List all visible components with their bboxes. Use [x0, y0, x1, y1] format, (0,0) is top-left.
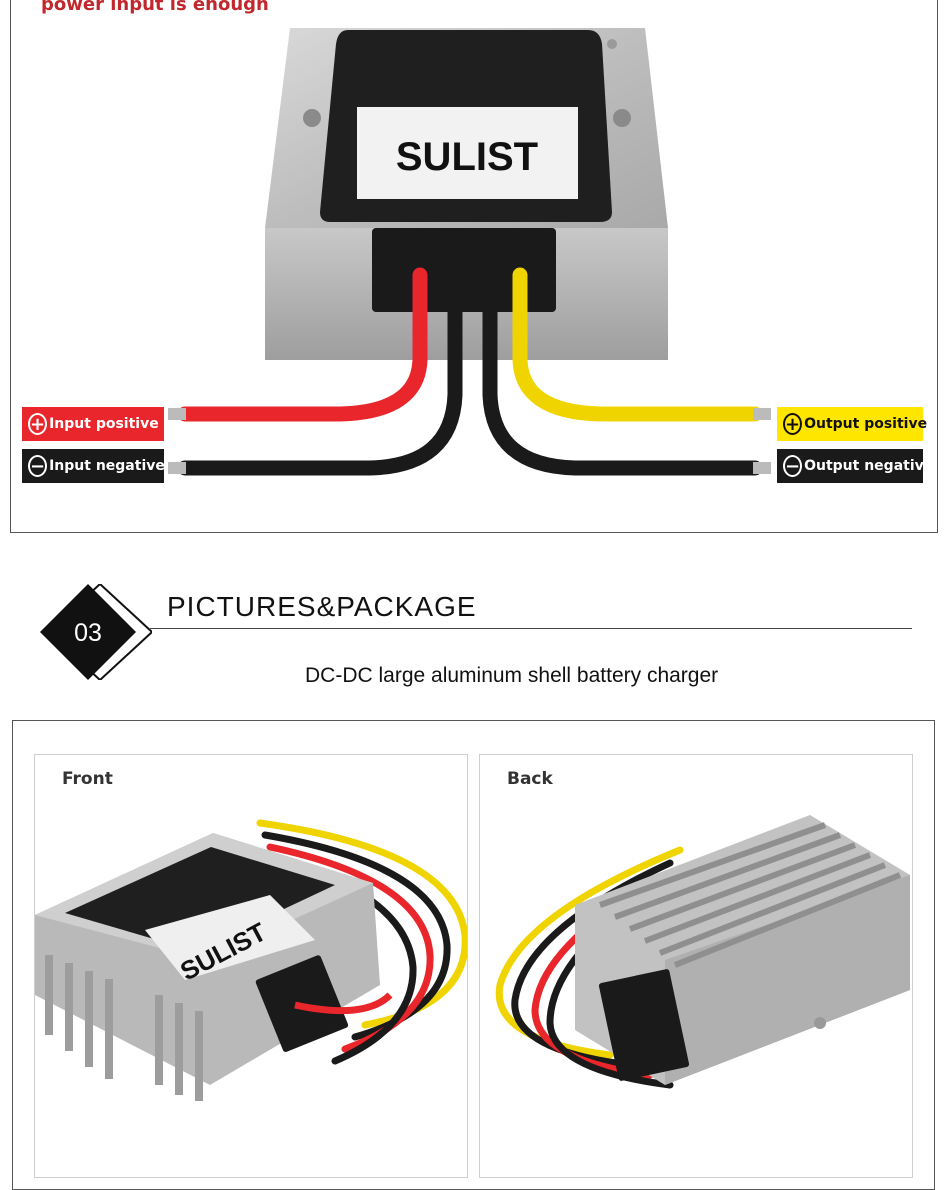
black-wire-left [177, 267, 463, 476]
plus-icon: + [783, 413, 803, 435]
front-product-image: SULIST [35, 819, 467, 1101]
front-view-card: Front SULIST [34, 754, 468, 1178]
input-negative-text: Input negative [49, 458, 165, 474]
plus-icon: + [28, 413, 48, 435]
input-positive-text: Input positive [49, 416, 159, 432]
back-product-image [495, 815, 910, 1089]
converter-wiring-illustration: SULIST [168, 28, 771, 476]
output-positive-label: + Output positive [777, 407, 927, 441]
section-title: PICTURES&PACKAGE [167, 591, 477, 622]
section-subtitle: DC-DC large aluminum shell battery charg… [305, 664, 719, 687]
output-positive-text: Output positive [804, 416, 928, 432]
section-divider [150, 628, 912, 629]
brand-label: SULIST [396, 135, 538, 179]
section-number-badge: 03 [40, 584, 152, 680]
black-wire-right [482, 267, 763, 476]
output-negative-label: − Output negative [777, 449, 933, 483]
back-view-card: Back [479, 754, 913, 1178]
minus-icon: − [28, 455, 48, 477]
top-caption: power input is enough [41, 0, 269, 15]
section-number: 03 [74, 619, 102, 647]
input-negative-label: − Input negative [22, 449, 165, 483]
red-wire [177, 267, 428, 422]
terminal-block [372, 228, 556, 312]
minus-icon: − [783, 455, 803, 477]
yellow-wire [512, 267, 763, 422]
front-label: Front [62, 769, 113, 789]
back-label: Back [507, 769, 553, 789]
input-positive-label: + Input positive [22, 407, 164, 441]
output-negative-text: Output negative [804, 458, 934, 474]
